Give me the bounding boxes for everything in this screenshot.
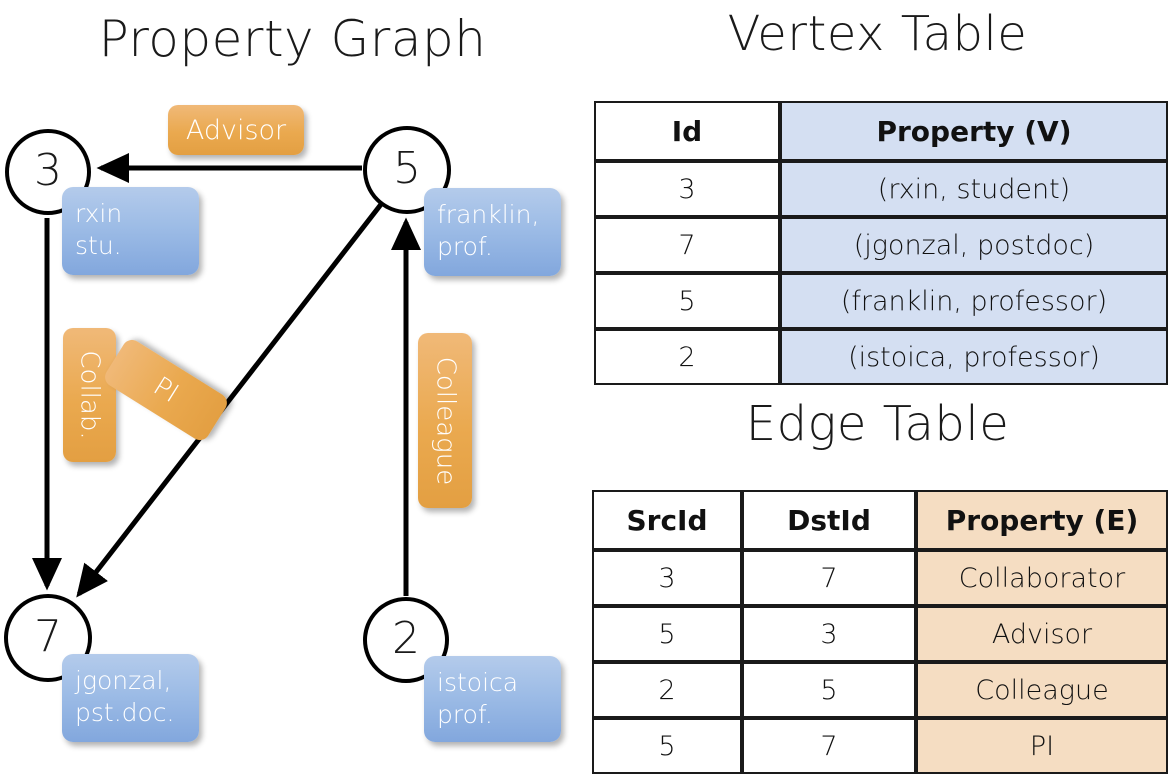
vertex-node-2[interactable]: 2 bbox=[363, 597, 449, 683]
vertex-property-bubble-7: jgonzal, pst.doc. bbox=[62, 654, 199, 742]
table-row[interactable]: 2 (istoica, professor) bbox=[594, 329, 1168, 385]
edge-table-header-prop: Property (E) bbox=[916, 490, 1168, 550]
vertex-cell-prop: (jgonzal, postdoc) bbox=[780, 217, 1168, 273]
page-title-edge-table: Edge Table bbox=[745, 396, 1010, 452]
edge-cell-srcid: 3 bbox=[592, 550, 742, 606]
edge-label-colleague-text: Colleague bbox=[430, 356, 461, 485]
edge-label-collab-text: Collab. bbox=[74, 350, 105, 440]
edge-table: SrcId DstId Property (E) 3 7 Collaborato… bbox=[592, 490, 1168, 774]
edge-cell-prop: PI bbox=[916, 718, 1168, 774]
edge-cell-srcid: 5 bbox=[592, 606, 742, 662]
edge-cell-dstid: 5 bbox=[742, 662, 916, 718]
vertex-property-bubble-2: istoica prof. bbox=[424, 656, 561, 742]
property-graph-panel: 3 5 7 2 rxin stu. franklin, prof. jgonza… bbox=[0, 0, 585, 760]
edge-table-header-row: SrcId DstId Property (E) bbox=[592, 490, 1168, 550]
edge-cell-srcid: 5 bbox=[592, 718, 742, 774]
graph-edge-lines bbox=[32, 153, 421, 598]
edge-cell-prop: Collaborator bbox=[916, 550, 1168, 606]
vertex-cell-id: 7 bbox=[594, 217, 780, 273]
table-row[interactable]: 5 3 Advisor bbox=[592, 606, 1168, 662]
vertex-table-header-id: Id bbox=[594, 101, 780, 161]
table-row[interactable]: 5 7 PI bbox=[592, 718, 1168, 774]
page-title-vertex-table: Vertex Table bbox=[727, 6, 1028, 62]
edge-label-advisor: Advisor bbox=[168, 105, 304, 155]
edge-cell-prop: Colleague bbox=[916, 662, 1168, 718]
edge-line-5-to-7 bbox=[76, 201, 384, 598]
page-title-property-graph: Property Graph bbox=[98, 10, 487, 68]
vertex-table-header-prop: Property (V) bbox=[780, 101, 1168, 161]
edge-label-colleague: Colleague bbox=[418, 333, 472, 508]
vertex-table: Id Property (V) 3 (rxin, student) 7 (jgo… bbox=[594, 101, 1168, 385]
vertex-property-bubble-3: rxin stu. bbox=[62, 187, 199, 275]
edge-cell-prop: Advisor bbox=[916, 606, 1168, 662]
edge-cell-dstid: 7 bbox=[742, 550, 916, 606]
edge-label-collab: Collab. bbox=[63, 328, 116, 462]
edge-table-header-srcid: SrcId bbox=[592, 490, 742, 550]
table-row[interactable]: 3 (rxin, student) bbox=[594, 161, 1168, 217]
vertex-node-5-label: 5 bbox=[393, 143, 421, 194]
vertex-node-2-label: 2 bbox=[392, 613, 420, 664]
vertex-cell-prop: (rxin, student) bbox=[780, 161, 1168, 217]
edge-label-pi-text: PI bbox=[148, 371, 184, 409]
vertex-node-3-label: 3 bbox=[34, 145, 62, 196]
vertex-node-5[interactable]: 5 bbox=[363, 126, 451, 214]
edge-label-advisor-text: Advisor bbox=[185, 114, 287, 146]
edge-cell-dstid: 7 bbox=[742, 718, 916, 774]
table-row[interactable]: 7 (jgonzal, postdoc) bbox=[594, 217, 1168, 273]
vertex-table-header-row: Id Property (V) bbox=[594, 101, 1168, 161]
vertex-node-7-label: 7 bbox=[34, 611, 62, 662]
table-row[interactable]: 5 (franklin, professor) bbox=[594, 273, 1168, 329]
edge-table-header-dstid: DstId bbox=[742, 490, 916, 550]
vertex-property-bubble-5: franklin, prof. bbox=[424, 188, 561, 276]
table-row[interactable]: 2 5 Colleague bbox=[592, 662, 1168, 718]
vertex-cell-id: 5 bbox=[594, 273, 780, 329]
edge-cell-srcid: 2 bbox=[592, 662, 742, 718]
table-row[interactable]: 3 7 Collaborator bbox=[592, 550, 1168, 606]
vertex-cell-id: 2 bbox=[594, 329, 780, 385]
vertex-cell-id: 3 bbox=[594, 161, 780, 217]
vertex-cell-prop: (istoica, professor) bbox=[780, 329, 1168, 385]
edge-cell-dstid: 3 bbox=[742, 606, 916, 662]
vertex-cell-prop: (franklin, professor) bbox=[780, 273, 1168, 329]
